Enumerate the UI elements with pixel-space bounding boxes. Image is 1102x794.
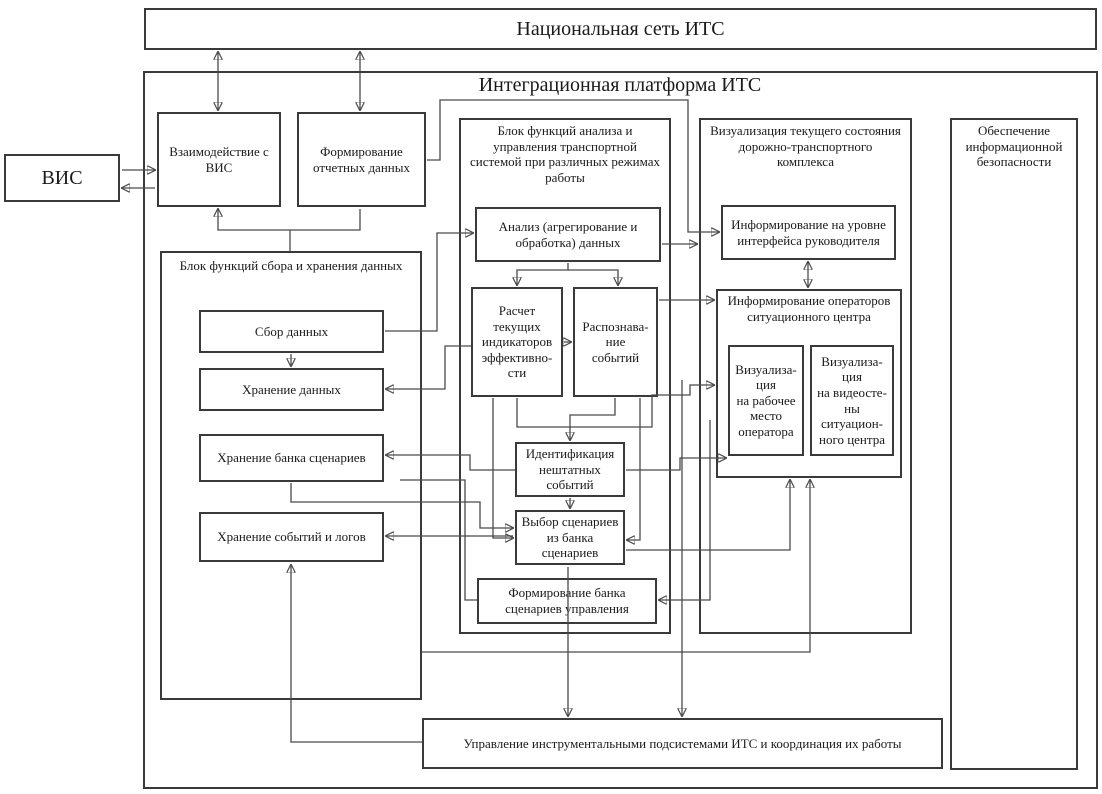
vis-label: ВИС [41,167,83,189]
data-storage-box [199,368,384,411]
info-security-label: Обеспечение информационной безопасности [965,123,1063,170]
national-network-label: Национальная сеть ИТС [516,18,725,40]
operators-info-label: Информирование операторов ситуационного … [727,293,891,324]
vis-box [4,154,120,202]
scenario-bank-storage-box [199,434,384,482]
scenario-selection-label: Выбор сценариев из банка сценариев [521,514,619,561]
indicators-label: Расчет текущих индикаторов эффективно- с… [481,303,553,381]
analysis-control-title: Блок функций анализа и управления трансп… [470,123,660,185]
national-network-box [144,8,1097,50]
collect-store-title: Блок функций сбора и хранения данных [179,258,403,273]
scenario-bank-storage-label: Хранение банка сценариев [217,450,366,466]
data-analysis-label: Анализ (агрегирование и обработка) данны… [498,218,638,250]
operators-info-box [716,289,902,478]
events-logs-storage-label: Хранение событий и логов [217,529,366,545]
scenario-bank-forming-label: Формирование банка сценариев управления [505,585,629,616]
interaction-vis-label: Взаимодействие с ВИС [169,143,269,175]
identification-label: Идентификация нештатных событий [525,446,615,493]
data-collection-label: Сбор данных [254,323,329,339]
reporting-label: Формирование отчетных данных [313,143,410,175]
recognition-label: Распознава- ние событий [582,318,649,365]
manager-info-box [721,205,896,260]
data-collection-box [199,310,384,353]
control-subsystems-box [422,718,943,769]
integration-platform-label: Интеграционная платформа ИТС [478,74,762,96]
visualization-title: Визуализация текущего состояния дорожно-… [710,123,901,170]
interaction-vis-box [157,112,281,207]
workplace-viz-box [728,345,804,456]
reporting-box [297,112,426,207]
integration-platform-box [143,71,1098,789]
manager-info-label: Информирование на уровне интерфейса руко… [731,216,886,248]
videowall-viz-label: Визуализа- ция на видеосте- ны ситуацион… [817,353,887,447]
info-security-box [950,118,1078,770]
videowall-viz-box [810,345,894,456]
data-storage-label: Хранение данных [242,381,341,397]
control-subsystems-label: Управление инструментальными подсистемам… [463,735,902,751]
workplace-viz-label: Визуализа- ция на рабочее место оператор… [735,361,797,439]
